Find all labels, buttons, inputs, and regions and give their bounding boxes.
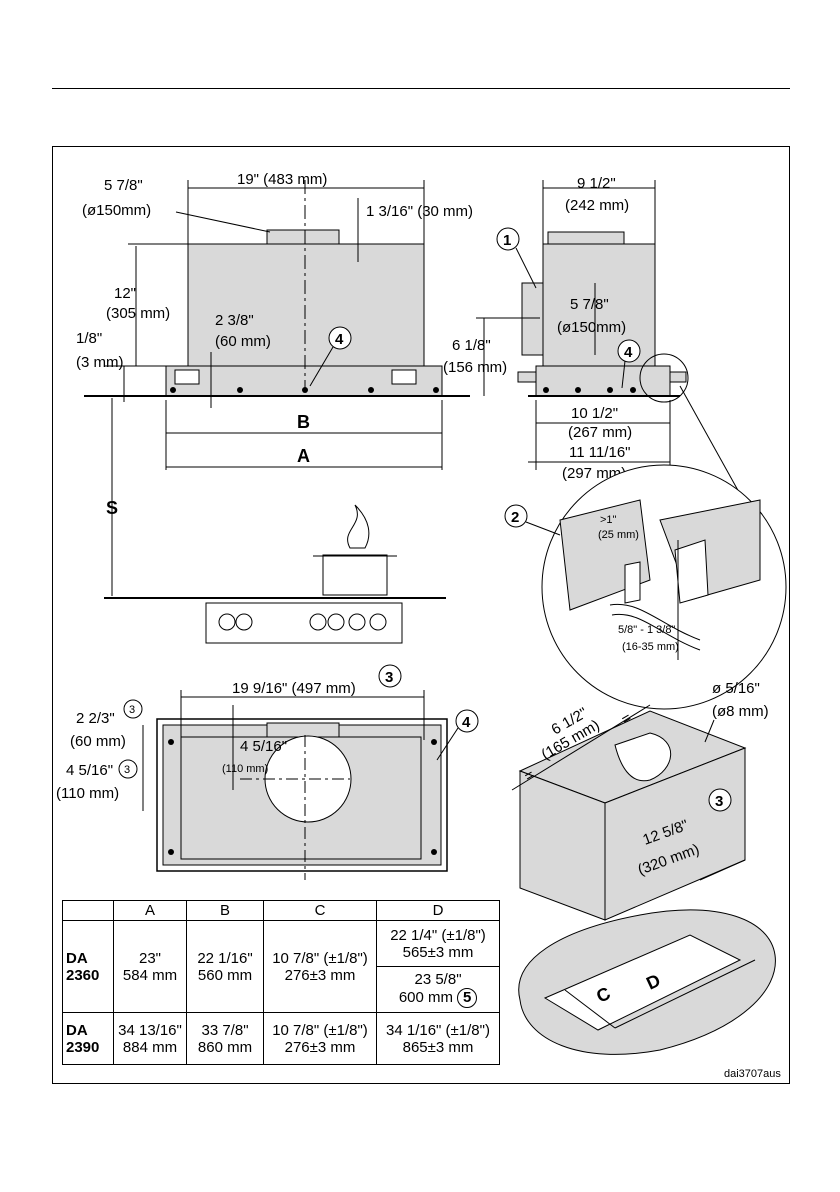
figure-reference: dai3707aus	[724, 1068, 781, 1080]
side-height-a: 6 1/8"	[452, 337, 491, 354]
bottom-offset-a: 2 2/3"	[76, 710, 115, 727]
pot	[322, 554, 388, 596]
col-header-a: A	[113, 900, 187, 921]
r1-b2: 560 mm	[197, 966, 253, 984]
label-s: S	[106, 498, 118, 518]
cutout-template: C D	[518, 909, 776, 1055]
callout-3-pitch: 3	[124, 764, 130, 776]
bottom-pitch-a: 4 5/16"	[66, 762, 113, 779]
left-bracket	[174, 369, 200, 385]
r2-a1: 34 13/16"	[118, 1021, 182, 1039]
callout-3-cabinet: 3	[715, 793, 723, 810]
model-1-a: DA	[66, 949, 88, 967]
side-base	[535, 365, 671, 397]
bottom-width: 19 9/16" (497 mm)	[232, 680, 356, 697]
r1-e1: 23 5/8"	[414, 971, 462, 988]
duct-dim-a: 5 7/8"	[104, 177, 143, 194]
bottom-pitch-b: (110 mm)	[56, 785, 119, 802]
model-2-a: DA	[66, 1021, 88, 1039]
callout-2: 2	[511, 509, 519, 526]
side-width-a: 10 1/2"	[571, 405, 618, 422]
r1-c2: 276±3 mm	[284, 966, 356, 984]
callout-3-bottom: 3	[385, 669, 393, 686]
r2-b1: 33 7/8"	[201, 1021, 249, 1039]
height-dim-a: 12"	[114, 285, 136, 302]
callout-4-front: 4	[335, 331, 344, 348]
r2-d2: 865±3 mm	[402, 1038, 474, 1056]
r2-c2: 276±3 mm	[284, 1038, 356, 1056]
header-rule	[52, 88, 790, 89]
r1-c1: 10 7/8" (±1/8")	[272, 949, 368, 967]
detail-view: >1" (25 mm) 5/8" - 1 3/8" (16-35 mm) 2	[504, 464, 787, 710]
side-height-b: (156 mm)	[443, 359, 507, 376]
side-depth-a: 9 1/2"	[577, 175, 616, 192]
side-width-b: (267 mm)	[568, 424, 632, 441]
height-dim-b: (305 mm)	[106, 305, 170, 322]
label-b: B	[297, 412, 310, 432]
side-total-a: 11 11/16"	[569, 444, 631, 461]
cutout-opening	[543, 934, 742, 1031]
hole-dia-b: (ø8 mm)	[712, 703, 769, 720]
lip-dim-a: 1/8"	[76, 330, 102, 347]
model-1-b: 2360	[66, 966, 100, 984]
side-view: 9 1/2" (242 mm) 5 7/8" (ø150mm) 6 1/8" (…	[443, 175, 761, 531]
duct-collar	[266, 229, 340, 245]
col-header-c: C	[263, 900, 377, 921]
duct-dim-b: (ø150mm)	[82, 202, 151, 219]
front-view: 19" (483 mm) 5 7/8" (ø150mm) 1 3/16" (30…	[76, 171, 473, 644]
r2-d1: 34 1/16" (±1/8")	[386, 1021, 490, 1039]
r1-d2: 565±3 mm	[402, 943, 474, 961]
lip-dim-b: (3 mm)	[76, 354, 124, 371]
r1-a1: 23"	[138, 949, 161, 967]
figure-frame	[52, 146, 790, 1084]
callout-5: 5	[457, 988, 478, 1008]
bottom-view: 19 9/16" (497 mm) 3 2 2/3" (60 mm) 3 4 5…	[56, 664, 479, 880]
detail-dim-c: 5/8" - 1 3/8"	[618, 624, 675, 636]
callout-4-side: 4	[624, 344, 633, 361]
col-header-b: B	[186, 900, 264, 921]
col-header-d: D	[376, 900, 500, 921]
callout-1: 1	[503, 232, 511, 249]
steam	[347, 504, 370, 549]
r2-c1: 10 7/8" (±1/8")	[272, 1021, 368, 1039]
r2-b2: 860 mm	[197, 1038, 253, 1056]
bottom-depth-a: 4 5/16"	[240, 738, 287, 755]
depth-dim-a: 2 3/8"	[215, 312, 254, 329]
r1-d1: 22 1/4" (±1/8")	[390, 926, 486, 944]
r1-b1: 22 1/16"	[197, 949, 253, 967]
bottom-offset-b: (60 mm)	[70, 733, 126, 750]
cabinet-template: 6 1/2" (165 mm) = = ø 5/16" (ø8 mm) 3 12…	[511, 680, 769, 921]
side-depth-b: (242 mm)	[565, 197, 629, 214]
callout-4-bottom: 4	[462, 714, 471, 731]
detail-dim-a: >1"	[600, 514, 617, 526]
r1-a2: 584 mm	[122, 966, 178, 984]
collar-dim: 1 3/16" (30 mm)	[366, 203, 473, 220]
bottom-depth-b: (110 mm)	[222, 763, 268, 775]
side-duct-b: (ø150mm)	[557, 319, 626, 336]
r1-e2: 600 mm	[398, 989, 453, 1006]
model-2-b: 2390	[66, 1038, 100, 1056]
depth-dim-b: (60 mm)	[215, 333, 271, 350]
side-duct-a: 5 7/8"	[570, 296, 609, 313]
right-bracket	[391, 369, 417, 385]
width-dim: 19" (483 mm)	[237, 171, 327, 188]
hole-dia-a: ø 5/16"	[712, 680, 760, 697]
detail-dim-b: (25 mm)	[598, 529, 639, 541]
label-a: A	[297, 446, 310, 466]
detail-dim-d: (16-35 mm)	[622, 641, 679, 653]
callout-3-offset: 3	[129, 704, 135, 716]
hood-body	[187, 243, 425, 367]
r2-a2: 884 mm	[122, 1038, 178, 1056]
